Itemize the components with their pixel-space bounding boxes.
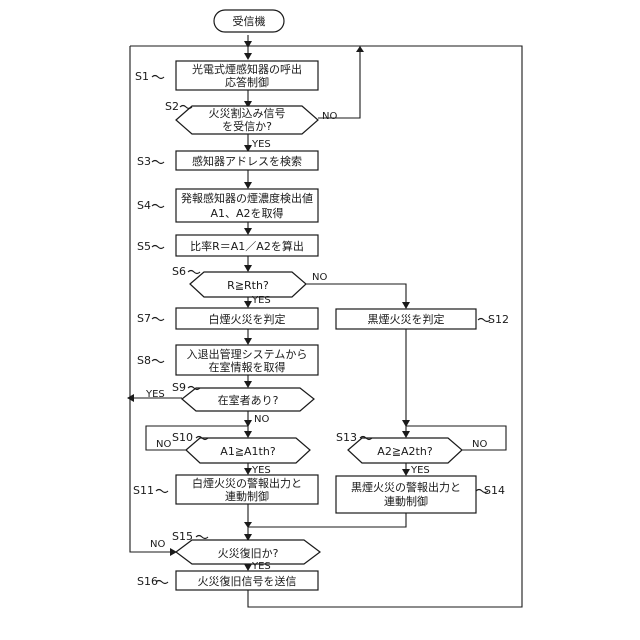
- s10-yes-label: YES: [251, 465, 271, 476]
- s7-text: 白煙火災を判定: [209, 312, 286, 326]
- s11-id: S11: [133, 484, 154, 497]
- s12-text: 黒煙火災を判定: [368, 312, 445, 326]
- s13-id: S13: [336, 431, 357, 444]
- s14-text-line1: 黒煙火災の警報出力と: [351, 480, 461, 494]
- s10-id: S10: [172, 431, 193, 444]
- s1-text-line1: 光電式煙感知器の呼出: [192, 62, 302, 76]
- s7-id: S7: [137, 312, 151, 325]
- s9-id: S9: [172, 381, 186, 394]
- s10-no-label: NO: [156, 439, 171, 450]
- s2-no-line: [318, 46, 360, 118]
- s9-yes-label: YES: [145, 389, 165, 400]
- s10-text: A1≧A1th?: [220, 445, 276, 458]
- s3-text: 感知器アドレスを検索: [192, 154, 302, 168]
- s5-id: S5: [137, 240, 151, 253]
- s4-text-line1: 発報感知器の煙濃度検出値: [181, 191, 313, 205]
- s6-no-line: [306, 284, 406, 308]
- s4-text-line2: A1、A2を取得: [210, 207, 283, 220]
- s14-text-line2: 連動制御: [384, 494, 428, 508]
- s6-no-label: NO: [312, 272, 327, 283]
- s15-yes-label: YES: [251, 561, 271, 572]
- s15-text: 火災復旧か?: [218, 547, 279, 560]
- s4-id: S4: [137, 199, 151, 212]
- s9-no-label: NO: [254, 414, 269, 425]
- s16-id: S16: [137, 575, 158, 588]
- s2-text-line1: 火災割込み信号: [209, 106, 286, 120]
- s8-text-line1: 入退出管理システムから: [187, 347, 308, 361]
- s13-no-label: NO: [472, 439, 487, 450]
- s1-id: S1: [135, 70, 149, 83]
- s6-text: R≧Rth?: [227, 279, 269, 292]
- s15-id: S15: [172, 530, 193, 543]
- start-label: 受信機: [233, 14, 266, 28]
- s11-text-line2: 連動制御: [225, 489, 269, 503]
- s1-text-line2: 応答制御: [225, 75, 269, 89]
- s2-text-line2: を受信か?: [222, 120, 272, 133]
- s8-id: S8: [137, 354, 151, 367]
- s11-text-line1: 白煙火災の警報出力と: [192, 476, 302, 490]
- s5-text: 比率R＝A1／A2を算出: [190, 239, 304, 253]
- s15-no-label: NO: [150, 539, 165, 550]
- s12-id: S12: [488, 313, 509, 326]
- s15-no-line: [130, 46, 176, 552]
- s16-text: 火災復旧信号を送信: [198, 574, 297, 588]
- s2-id: S2: [165, 100, 179, 113]
- s6-id: S6: [172, 265, 186, 278]
- s9-text: 在室者あり?: [218, 393, 279, 407]
- s8-text-line2: 在室情報を取得: [209, 360, 286, 374]
- s3-id: S3: [137, 155, 151, 168]
- s13-yes-label: YES: [410, 465, 430, 476]
- s14-id: S14: [484, 484, 505, 497]
- s2-no-label: NO: [322, 111, 337, 122]
- s6-yes-label: YES: [251, 295, 271, 306]
- s2-yes-label: YES: [251, 139, 271, 150]
- s13-text: A2≧A2th?: [377, 445, 433, 458]
- shapes: [176, 10, 476, 590]
